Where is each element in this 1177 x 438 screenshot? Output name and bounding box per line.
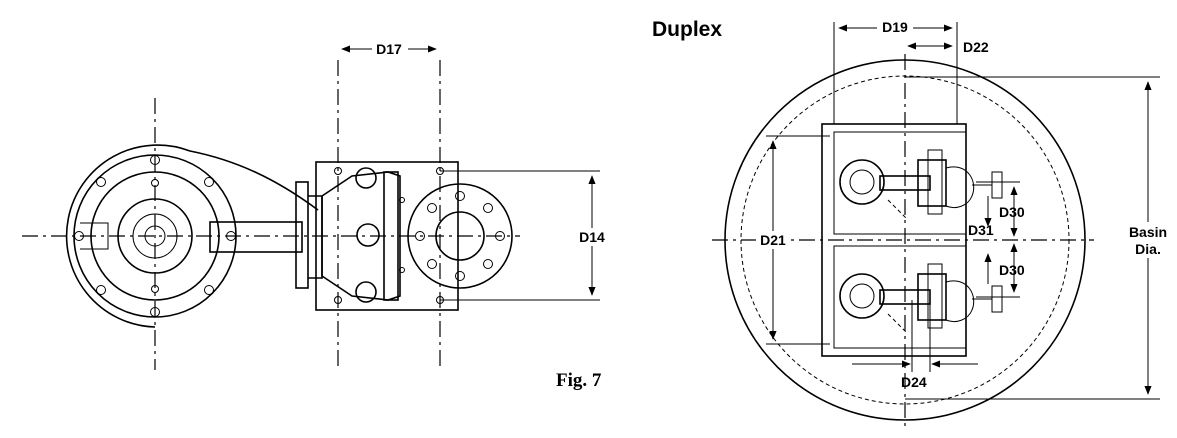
d24-label: D24 bbox=[901, 374, 927, 390]
lower-outlet-bend bbox=[945, 280, 975, 323]
upper-pump-hub bbox=[849, 169, 875, 195]
upper-pump-volute bbox=[839, 159, 885, 205]
valve-flange bbox=[383, 171, 399, 301]
casing-bolt-holes bbox=[74, 155, 236, 317]
pipe-flange bbox=[295, 181, 309, 289]
left-pump-plan-view: D17 D14 Fig. 7 bbox=[22, 41, 610, 391]
d17-label: D17 bbox=[376, 41, 402, 57]
d17-label-bg bbox=[372, 41, 408, 57]
d14-label: D14 bbox=[579, 229, 605, 245]
outlet-bore bbox=[435, 211, 485, 261]
d30-top-label: D30 bbox=[999, 204, 1025, 220]
upper-discharge-pipe bbox=[879, 175, 931, 191]
d14-label-bg bbox=[574, 228, 610, 246]
basin-label-bg bbox=[1120, 222, 1176, 258]
d22-label: D22 bbox=[963, 39, 989, 55]
outlet-flange-bolts bbox=[415, 191, 505, 281]
lower-pump-enclosure bbox=[833, 245, 967, 349]
duplex-title: Duplex bbox=[652, 18, 722, 41]
upper-valve-flange bbox=[927, 149, 943, 215]
d21-label-bg bbox=[756, 231, 790, 249]
shaft-end bbox=[144, 225, 166, 247]
valve-boss-top bbox=[355, 167, 377, 189]
upper-guide-dash bbox=[887, 199, 907, 219]
upper-pump bbox=[839, 149, 1003, 219]
figure-caption: Fig. 7 bbox=[556, 370, 602, 391]
lower-check-valve bbox=[917, 273, 947, 321]
duplex-basin-view: Duplex D19 D22 bbox=[652, 18, 1176, 426]
valve-bolts bbox=[334, 167, 444, 304]
valve-center bbox=[356, 223, 380, 247]
shaft-sleeve bbox=[132, 213, 178, 259]
lower-pump-volute bbox=[839, 273, 885, 319]
upper-check-valve bbox=[917, 159, 947, 207]
d19-label-bg bbox=[877, 19, 913, 35]
upper-outlet-flange bbox=[991, 171, 1003, 199]
check-valve-body bbox=[321, 171, 401, 301]
upper-pump-enclosure bbox=[833, 131, 967, 235]
lower-guide-dash bbox=[887, 313, 907, 333]
impeller-hub bbox=[117, 198, 193, 274]
valve-boss-bottom bbox=[355, 281, 377, 303]
lower-pump bbox=[839, 263, 1003, 333]
outlet-flange bbox=[407, 183, 513, 289]
guide-rail-frame bbox=[821, 123, 967, 357]
discharge-pipe bbox=[209, 221, 303, 253]
basin-label-line1: Basin bbox=[1129, 224, 1167, 240]
volute-casing bbox=[65, 144, 319, 328]
upper-outlet-bend bbox=[945, 166, 975, 209]
lower-pump-hub bbox=[849, 283, 875, 309]
d31-label: D31 bbox=[968, 222, 994, 238]
bolt-circle-ring bbox=[90, 171, 220, 301]
left-boss bbox=[80, 222, 109, 250]
d30-bottom-label: D30 bbox=[999, 262, 1025, 278]
guide-base-plate bbox=[315, 161, 459, 311]
basin-label-line2: Dia. bbox=[1135, 241, 1161, 257]
lower-outlet-flange bbox=[991, 285, 1003, 313]
d21-label: D21 bbox=[760, 232, 786, 248]
lower-valve-flange bbox=[927, 263, 943, 329]
lower-discharge-pipe bbox=[879, 289, 931, 305]
d19-label: D19 bbox=[882, 19, 908, 35]
